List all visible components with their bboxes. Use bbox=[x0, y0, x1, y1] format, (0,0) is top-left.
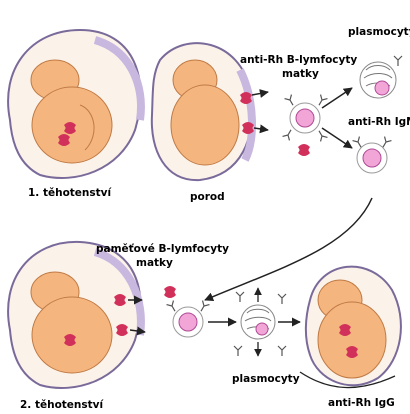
fetal-rbc-4 bbox=[339, 324, 351, 336]
label-memory-b-line1: paměťové B-lymfocyty bbox=[96, 243, 229, 255]
rbc-antigen-2 bbox=[164, 286, 176, 298]
fetal-rbc-5 bbox=[346, 346, 358, 358]
mother-uterus-3 bbox=[306, 267, 401, 386]
plasmocyte-cell-bottom bbox=[241, 305, 275, 339]
plasmocyte-cell-top bbox=[360, 62, 396, 98]
fetal-rbc-3 bbox=[64, 334, 76, 346]
igg-icon-1 bbox=[236, 292, 244, 302]
arrow-to-plasmocyte bbox=[322, 88, 352, 108]
memory-b-cell-top bbox=[353, 137, 392, 173]
igg-icon-2 bbox=[278, 294, 286, 304]
label-plasmocyty-top: plasmocyty bbox=[348, 26, 410, 38]
rbc-leak-3 bbox=[114, 294, 126, 306]
igg-icon-3 bbox=[234, 346, 242, 356]
fetal-rbc-1 bbox=[64, 122, 76, 134]
label-memory-b-line2: matky bbox=[136, 257, 173, 269]
label-second-pregnancy: 2. těhotenství bbox=[20, 399, 105, 411]
label-anti-rh-b-line1: anti-Rh B-lymfocyty bbox=[240, 54, 357, 66]
rbc-leak-1 bbox=[240, 92, 252, 104]
fetal-rbc-2 bbox=[58, 134, 70, 146]
rbc-leak-2 bbox=[242, 122, 254, 134]
label-anti-rh-b-line2: matky bbox=[282, 68, 319, 80]
arrow-leak-2 bbox=[254, 128, 268, 130]
rbc-leak-4 bbox=[116, 324, 128, 336]
memory-b-cell-bottom bbox=[167, 301, 210, 337]
igg-icon-4 bbox=[278, 346, 286, 356]
mother-uterus-birth bbox=[152, 43, 254, 180]
arrow-to-memory-b bbox=[322, 128, 352, 148]
label-anti-rh-igg: anti-Rh IgG bbox=[328, 397, 395, 409]
mother-uterus-2 bbox=[8, 242, 141, 388]
igm-antibody-icon bbox=[394, 56, 402, 66]
label-birth: porod bbox=[190, 191, 225, 203]
label-first-pregnancy: 1. těhotenství bbox=[28, 187, 113, 199]
label-plasmocyty-bottom: plasmocyty bbox=[232, 373, 300, 385]
label-anti-rh-igm: anti-Rh IgM bbox=[348, 116, 410, 128]
mother-uterus-1 bbox=[8, 30, 141, 178]
b-lymphocyte-cell bbox=[283, 95, 328, 142]
rbc-antigen bbox=[298, 144, 310, 156]
arrow-leak-1 bbox=[252, 92, 268, 95]
